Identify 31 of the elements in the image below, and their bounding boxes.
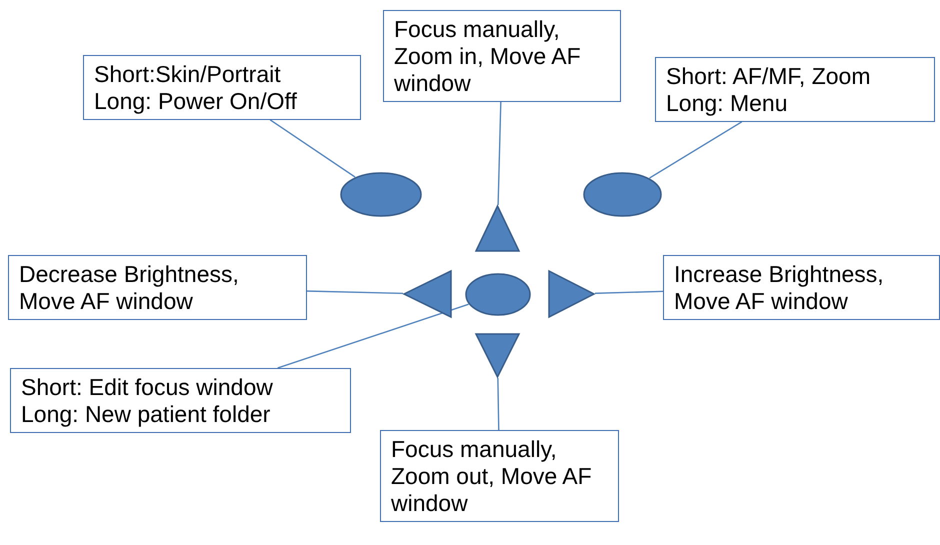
button-description: Decrease Brightness, Move AF window [19,261,240,315]
callout-box [663,255,940,320]
oval-button [583,172,662,217]
button-description: Focus manually, Zoom out, Move AF window [391,436,593,517]
leader-line [497,102,502,206]
button-description: Short:Skin/Portrait [94,61,282,88]
oval-button [465,273,531,316]
leader-line [270,119,356,178]
leader-line [594,290,664,294]
leader-line [277,304,469,369]
callout-box [10,368,351,433]
left-arrow-button [403,270,452,318]
callout-box [8,255,307,320]
down-arrow-button [475,333,520,378]
callout-box [655,57,935,122]
button-description: Increase Brightness, Move AF window [674,261,885,315]
button-description: Long: New patient folder [21,400,272,428]
button-description: Long: Menu [666,90,788,117]
oval-button [340,172,422,217]
callout-box [383,10,621,102]
leader-line [306,290,404,294]
leader-line [649,121,742,179]
button-description: Short: Edit focus window [21,374,274,401]
button-description: Long: Power On/Off [94,88,298,115]
callout-box [380,430,619,522]
button-description: Short: AF/MF, Zoom [666,63,872,90]
button-description: Focus manually, Zoom in, Move AF window [394,16,582,97]
right-arrow-button [548,270,595,318]
callout-box [83,55,361,120]
leader-line [497,378,500,430]
up-arrow-button [475,205,520,252]
